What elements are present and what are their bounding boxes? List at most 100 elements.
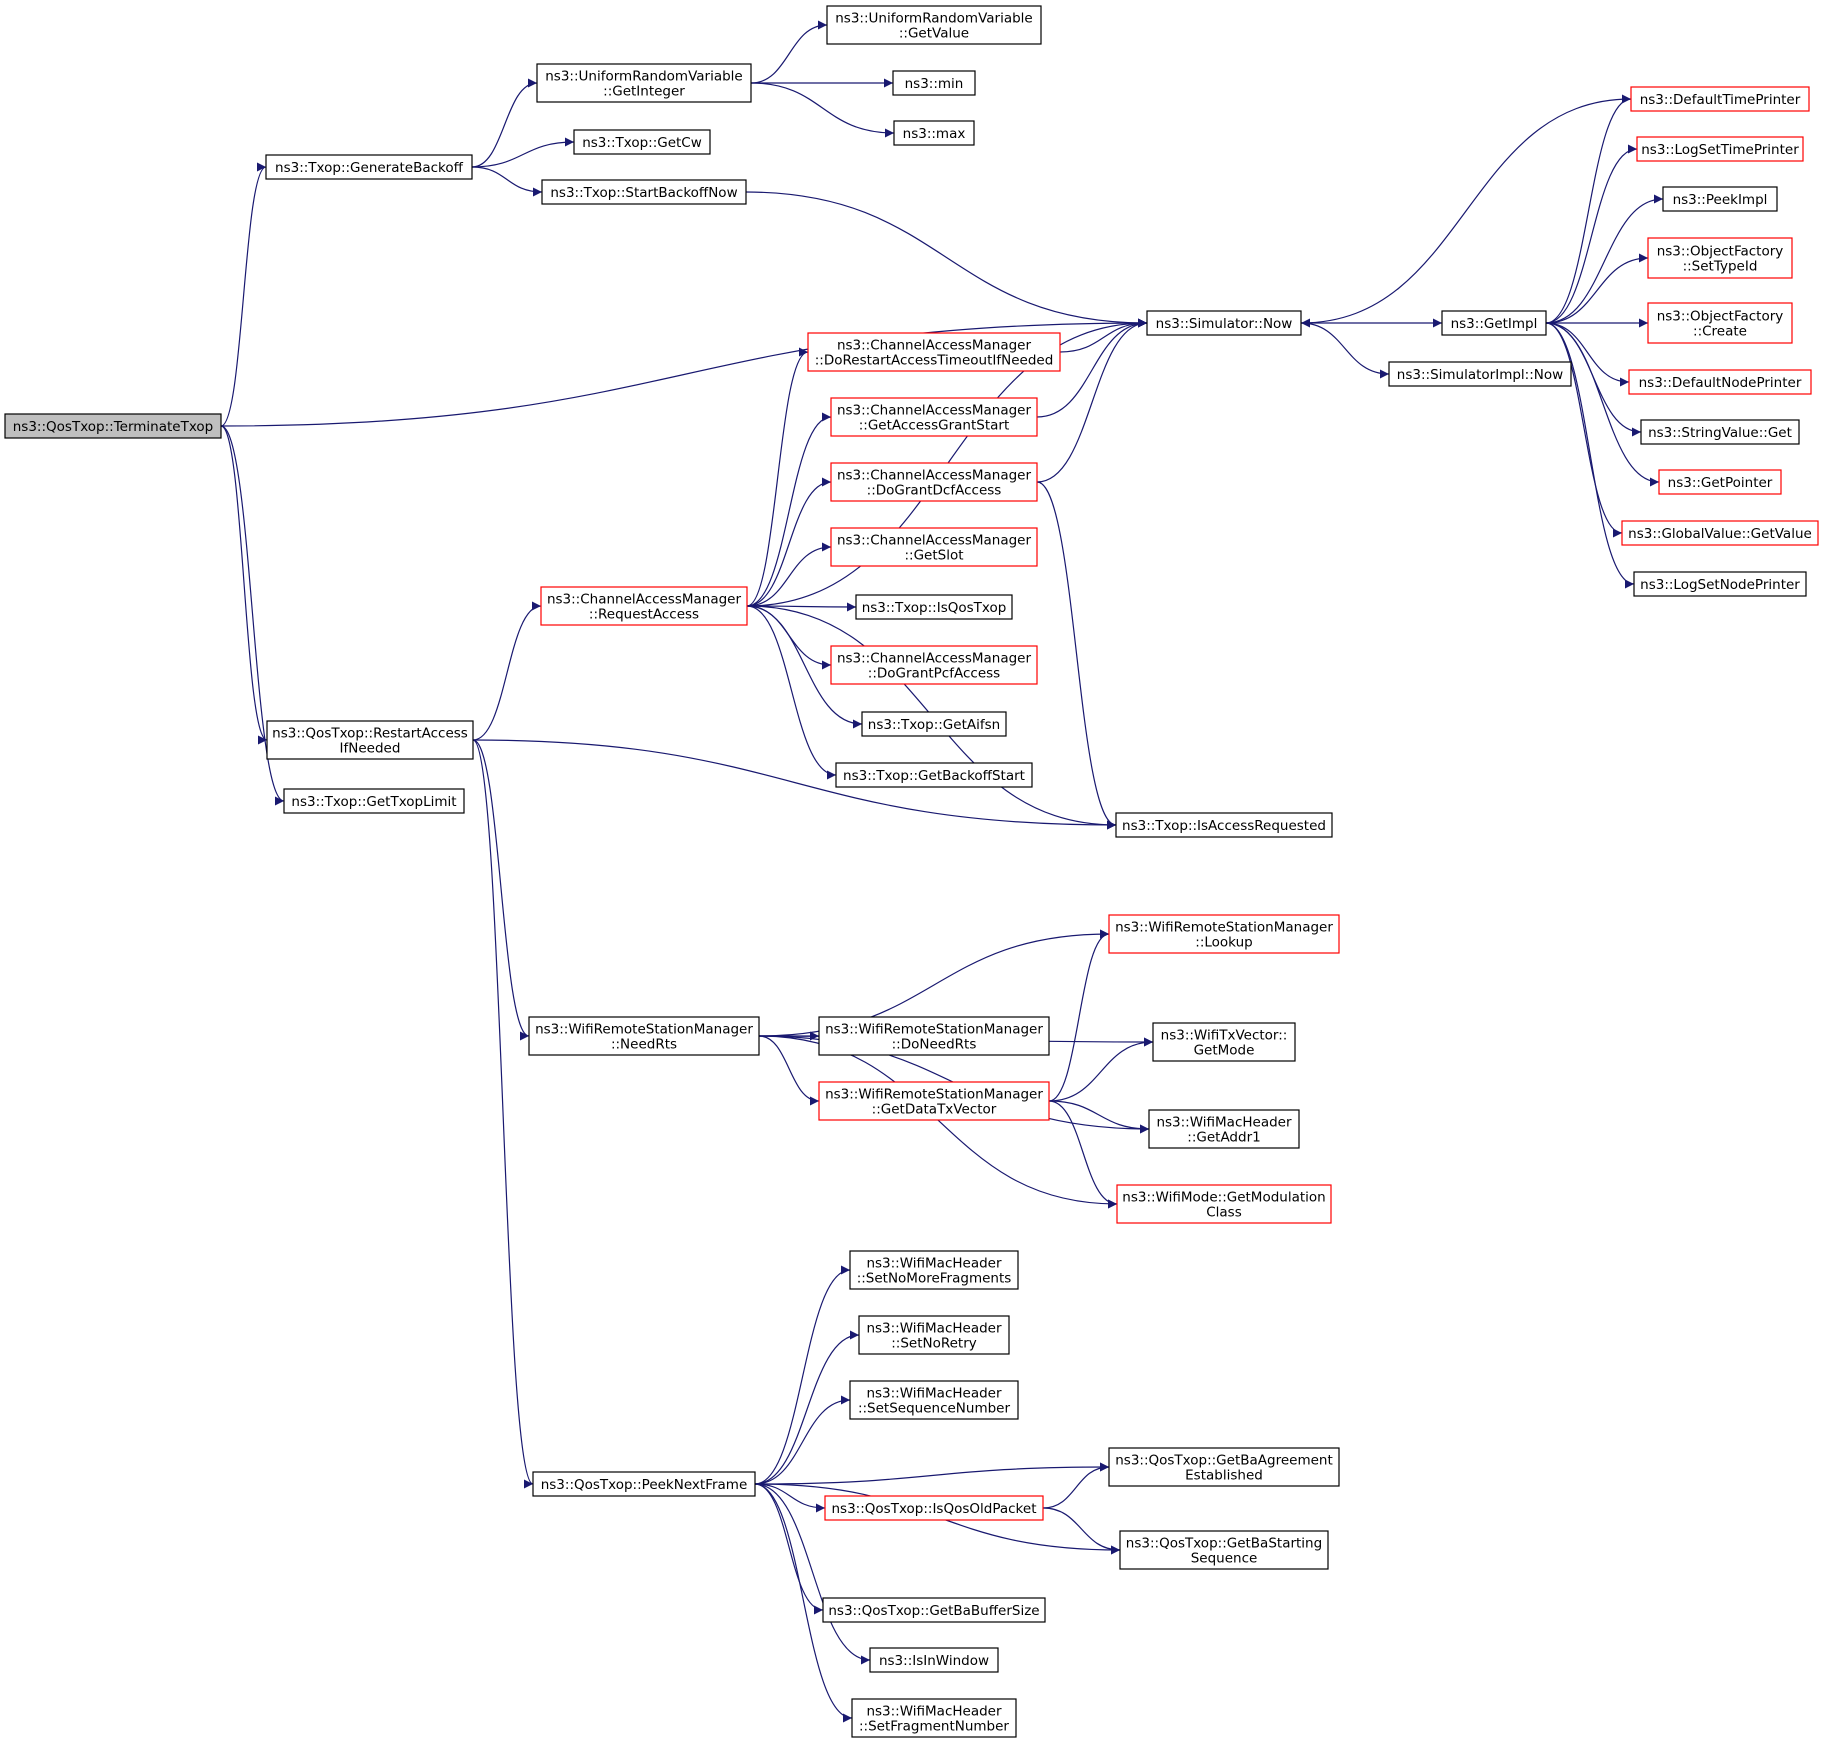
node-peeknext[interactable]: ns3::QosTxop::PeekNextFrame (532, 1471, 756, 1497)
node-cam_dograntdcf[interactable]: ns3::ChannelAccessManager::DoGrantDcfAcc… (830, 462, 1038, 502)
edge-deftimeprinter-to-simnow (1300, 98, 1632, 328)
edge-path (754, 1483, 853, 1723)
node-label: ns3::WifiRemoteStationManager (825, 1087, 1043, 1103)
node-mac_nomorefrag[interactable]: ns3::WifiMacHeader::SetNoMoreFragments (849, 1250, 1019, 1290)
edge-path (471, 137, 575, 168)
node-label: ns3::GetImpl (1451, 316, 1538, 332)
node-urv_getint[interactable]: ns3::UniformRandomVariable::GetInteger (536, 63, 752, 103)
node-defnodeprinter[interactable]: ns3::DefaultNodePrinter (1628, 369, 1812, 395)
node-box (1116, 1184, 1332, 1224)
node-label: ns3::IsInWindow (879, 1653, 989, 1669)
node-simimplnow[interactable]: ns3::SimulatorImpl::Now (1388, 361, 1572, 387)
edge-wrsm_needrts-to-wrsm_getdatatx (758, 1035, 820, 1106)
edge-terminate-to-simnow (220, 318, 1148, 427)
node-genbackoff[interactable]: ns3::Txop::GenerateBackoff (265, 154, 473, 180)
node-label: ns3::Txop::GenerateBackoff (275, 160, 464, 176)
node-cam_dorestart[interactable]: ns3::ChannelAccessManager::DoRestartAcce… (807, 332, 1061, 372)
edge-getimpl-to-globalvalget (1545, 322, 1623, 538)
node-box (835, 762, 1033, 788)
edge-terminate-to-gettxoplimit (220, 425, 285, 806)
node-getimpl[interactable]: ns3::GetImpl (1441, 310, 1547, 336)
node-startbackoff[interactable]: ns3::Txop::StartBackoffNow (541, 179, 747, 205)
edge-path (1036, 318, 1148, 418)
node-label: Sequence (1191, 1551, 1258, 1567)
node-label: ns3::SimulatorImpl::Now (1397, 367, 1563, 383)
node-label: ns3::Txop::GetCw (582, 135, 702, 151)
edge-path (1059, 318, 1148, 353)
node-label: ns3::UniformRandomVariable (545, 69, 743, 85)
node-gettxoplimit[interactable]: ns3::Txop::GetTxopLimit (283, 788, 465, 814)
node-of_create[interactable]: ns3::ObjectFactory::Create (1647, 302, 1793, 344)
node-label: ns3::QosTxop::GetBaStarting (1126, 1536, 1322, 1552)
node-mac_noretry[interactable]: ns3::WifiMacHeader::SetNoRetry (858, 1315, 1010, 1355)
edge-path (754, 1462, 1110, 1485)
node-urv_getval[interactable]: ns3::UniformRandomVariable::GetValue (826, 5, 1042, 45)
node-wrsm_needrts[interactable]: ns3::WifiRemoteStationManager::NeedRts (528, 1016, 760, 1056)
node-isinwindow[interactable]: ns3::IsInWindow (869, 1647, 999, 1673)
node-cam_getgrant[interactable]: ns3::ChannelAccessManager::GetAccessGran… (830, 397, 1038, 437)
edge-restart-to-peeknext (472, 739, 534, 1489)
edge-isqosold-to-getbaagree (1042, 1462, 1110, 1509)
node-label: ns3::Txop::GetAifsn (868, 717, 1000, 733)
node-box (1115, 812, 1333, 838)
node-peekimpl[interactable]: ns3::PeekImpl (1662, 186, 1778, 212)
node-isqosold[interactable]: ns3::QosTxop::IsQosOldPacket (824, 1495, 1044, 1521)
node-getbabuf[interactable]: ns3::QosTxop::GetBaBufferSize (822, 1597, 1046, 1623)
edge-path (220, 425, 285, 806)
node-box (818, 1081, 1050, 1121)
node-getaifsn[interactable]: ns3::Txop::GetAifsn (861, 711, 1007, 737)
node-wrsm_lookup[interactable]: ns3::WifiRemoteStationManager::Lookup (1108, 914, 1340, 954)
node-txvec_getmode[interactable]: ns3::WifiTxVector::GetMode (1152, 1022, 1296, 1062)
node-mac_getaddr1[interactable]: ns3::WifiMacHeader::GetAddr1 (1148, 1109, 1300, 1149)
node-max[interactable]: ns3::max (893, 120, 975, 146)
node-getpointer[interactable]: ns3::GetPointer (1658, 469, 1782, 495)
node-label: ns3::ChannelAccessManager (837, 533, 1032, 549)
node-terminate[interactable]: ns3::QosTxop::TerminateTxop (4, 413, 222, 439)
edge-path (1048, 1100, 1118, 1209)
node-label: ::Create (1693, 324, 1747, 340)
edge-path (1300, 98, 1632, 328)
node-label: ::SetFragmentNumber (859, 1719, 1009, 1735)
node-getbackoffstart[interactable]: ns3::Txop::GetBackoffStart (835, 762, 1033, 788)
edge-peeknext-to-mac_seqnum (754, 1395, 851, 1485)
node-box (830, 527, 1038, 567)
edge-path (758, 1035, 820, 1106)
node-isqostxop[interactable]: ns3::Txop::IsQosTxop (855, 594, 1013, 620)
node-wrsm_doneedrts[interactable]: ns3::WifiRemoteStationManager::DoNeedRts (818, 1016, 1050, 1056)
node-label: ns3::DefaultNodePrinter (1639, 375, 1802, 391)
node-simnow[interactable]: ns3::Simulator::Now (1146, 310, 1302, 336)
node-logsetnode[interactable]: ns3::LogSetNodePrinter (1633, 571, 1807, 597)
node-label: ns3::WifiRemoteStationManager (1115, 920, 1333, 936)
node-mac_fragnum[interactable]: ns3::WifiMacHeader::SetFragmentNumber (851, 1698, 1017, 1738)
edge-path (1036, 318, 1148, 483)
edge-wrsm_getdatatx-to-txvec_getmode (1048, 1037, 1154, 1102)
node-deftimeprinter[interactable]: ns3::DefaultTimePrinter (1630, 86, 1810, 112)
node-cam_request[interactable]: ns3::ChannelAccessManager::RequestAccess (540, 586, 748, 626)
node-box (1621, 520, 1819, 546)
node-mac_seqnum[interactable]: ns3::WifiMacHeader::SetSequenceNumber (849, 1380, 1019, 1420)
node-cam_getslot[interactable]: ns3::ChannelAccessManager::GetSlot (830, 527, 1038, 567)
node-logsettime[interactable]: ns3::LogSetTimePrinter (1636, 136, 1804, 162)
node-isaccessreq[interactable]: ns3::Txop::IsAccessRequested (1115, 812, 1333, 838)
node-cam_dograntpcf[interactable]: ns3::ChannelAccessManager::DoGrantPcfAcc… (830, 645, 1038, 685)
node-min[interactable]: ns3::min (892, 70, 976, 96)
edge-path (1545, 253, 1649, 324)
node-label: ns3::PeekImpl (1673, 192, 1768, 208)
edge-cam_request-to-getbackoffstart (746, 605, 837, 780)
edge-getimpl-to-logsettime (1545, 144, 1638, 324)
node-label: ns3::ChannelAccessManager (547, 592, 742, 608)
node-stringvalget[interactable]: ns3::StringValue::Get (1640, 419, 1800, 445)
node-globalvalget[interactable]: ns3::GlobalValue::GetValue (1621, 520, 1819, 546)
node-label: ns3::Txop::IsQosTxop (862, 600, 1007, 616)
node-label: ::SetNoRetry (891, 1336, 977, 1352)
node-label: ns3::ChannelAccessManager (837, 468, 1032, 484)
node-getcw[interactable]: ns3::Txop::GetCw (573, 129, 711, 155)
node-of_settypeid[interactable]: ns3::ObjectFactory::SetTypeId (1647, 237, 1793, 279)
node-label: ::GetSlot (904, 548, 963, 564)
node-wrsm_getdatatx[interactable]: ns3::WifiRemoteStationManager::GetDataTx… (818, 1081, 1050, 1121)
node-label: ::GetValue (899, 26, 969, 42)
